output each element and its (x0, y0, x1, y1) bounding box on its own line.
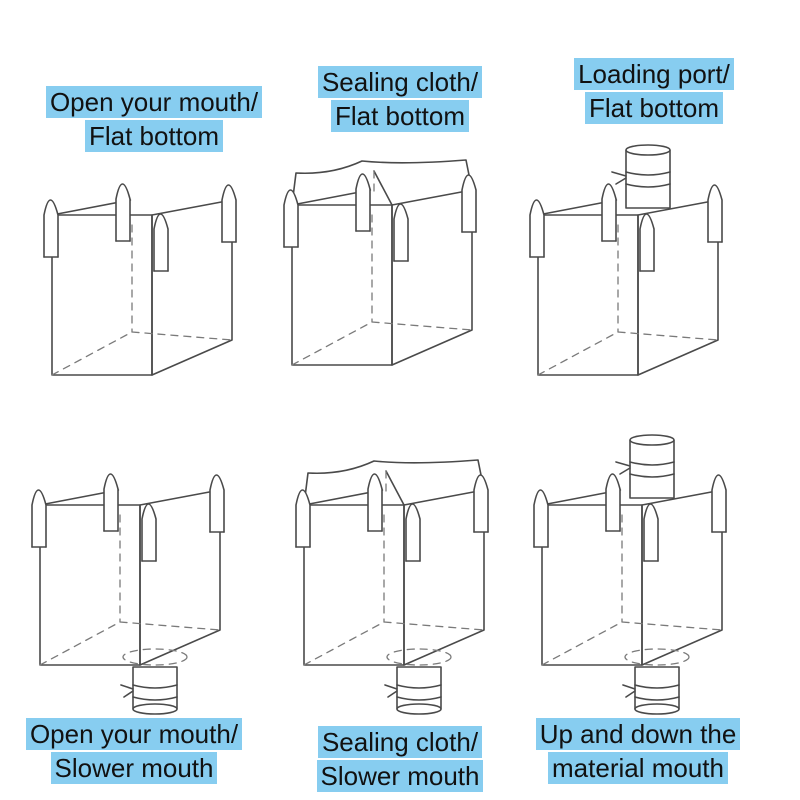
bag-side-face (403, 489, 485, 666)
tie-string (611, 171, 627, 185)
lifting-loop (643, 503, 659, 562)
bag-hidden-bottom-left (537, 331, 619, 376)
bag-hidden-bottom-left (51, 331, 133, 376)
bag-side-face (641, 489, 723, 666)
label-line-1: Up and down the (535, 718, 741, 750)
bag-hidden-bottom-left (541, 621, 623, 666)
tie-string (384, 684, 398, 698)
lifting-loop (355, 173, 371, 232)
bag-side-face (139, 489, 221, 666)
label-port-flat: Loading port/ Flat bottom (534, 58, 774, 124)
discharge-spout-end (634, 703, 680, 715)
lifting-loop (707, 184, 723, 243)
bag-hidden-bottom-back (621, 621, 723, 631)
label-line-2: Flat bottom (330, 100, 470, 132)
lifting-loop (473, 474, 489, 533)
spout-base-ring (624, 648, 690, 666)
lifting-loop (529, 199, 545, 258)
lifting-loop (31, 489, 47, 548)
bag-hidden-bottom-back (119, 621, 221, 631)
label-open-flat: Open your mouth/ Flat bottom (34, 86, 274, 152)
lifting-loop (43, 199, 59, 258)
lifting-loop (141, 503, 157, 562)
spout-tie (396, 696, 442, 701)
bag-front-face (291, 204, 393, 366)
spout-tie (132, 684, 178, 689)
bag-front-face (303, 504, 405, 666)
bag-side-face (391, 189, 473, 366)
label-line-1: Sealing cloth/ (317, 726, 483, 758)
label-cloth-spout: Sealing cloth/ Slower mouth (280, 726, 520, 792)
loading-port (629, 439, 675, 499)
bag-hidden-bottom-left (303, 621, 385, 666)
label-line-2: Slower mouth (316, 760, 484, 792)
loading-port-rim (625, 144, 671, 156)
label-line-2: Slower mouth (50, 752, 218, 784)
sealing-cloth (291, 159, 473, 206)
bag-side-face (151, 199, 233, 376)
loading-port-tie (625, 171, 671, 176)
lifting-loop (103, 473, 119, 532)
lifting-loop (533, 489, 549, 548)
spout-tie (396, 684, 442, 689)
bag-front-face (51, 214, 153, 376)
label-line-2: material mouth (548, 752, 728, 784)
lifting-loop (601, 183, 617, 242)
bag-hidden-bottom-back (371, 321, 473, 331)
loading-port-tie (629, 473, 675, 478)
lifting-loop (605, 473, 621, 532)
tie-string (120, 684, 134, 698)
loading-port-rim (629, 434, 675, 446)
bag-hidden-bottom-back (383, 621, 485, 631)
label-line-2: Flat bottom (84, 120, 224, 152)
bag-front-face (541, 504, 643, 666)
loading-port (625, 149, 671, 209)
label-open-spout: Open your mouth/ Slower mouth (14, 718, 254, 784)
loading-port-tie (629, 461, 675, 466)
discharge-spout-end (396, 703, 442, 715)
bag-front-face (537, 214, 639, 376)
lifting-loop (367, 473, 383, 532)
spout-tie (132, 696, 178, 701)
bag-front-face (39, 504, 141, 666)
tie-string (622, 684, 636, 698)
sealing-cloth-fold (385, 470, 405, 506)
label-port-spout: Up and down the material mouth (518, 718, 758, 784)
label-line-2: Flat bottom (584, 92, 724, 124)
bag-hidden-bottom-back (131, 331, 233, 341)
bag-hidden-bottom-left (291, 321, 373, 366)
lifting-loop (639, 213, 655, 272)
label-line-1: Loading port/ (574, 58, 734, 90)
bag-side-face (637, 199, 719, 376)
label-line-1: Open your mouth/ (45, 86, 263, 118)
lifting-loop (209, 474, 225, 533)
tie-string (615, 461, 631, 475)
discharge-spout-end (132, 703, 178, 715)
lifting-loop (115, 183, 131, 242)
lifting-loop (711, 474, 727, 533)
label-cloth-flat: Sealing cloth/ Flat bottom (280, 66, 520, 132)
label-line-1: Open your mouth/ (25, 718, 243, 750)
label-line-1: Sealing cloth/ (317, 66, 483, 98)
loading-port-tie (625, 183, 671, 188)
sealing-cloth (303, 459, 485, 506)
lifting-loop (221, 184, 237, 243)
sealing-cloth-fold (373, 170, 393, 206)
lifting-loop (393, 203, 409, 262)
lifting-loop (295, 489, 311, 548)
spout-tie (634, 696, 680, 701)
spout-base-ring (386, 648, 452, 666)
spout-tie (634, 684, 680, 689)
bag-hidden-bottom-back (617, 331, 719, 341)
bag-hidden-bottom-left (39, 621, 121, 666)
lifting-loop (405, 503, 421, 562)
lifting-loop (461, 174, 477, 233)
lifting-loop (153, 213, 169, 272)
spout-base-ring (122, 648, 188, 666)
lifting-loop (283, 189, 299, 248)
